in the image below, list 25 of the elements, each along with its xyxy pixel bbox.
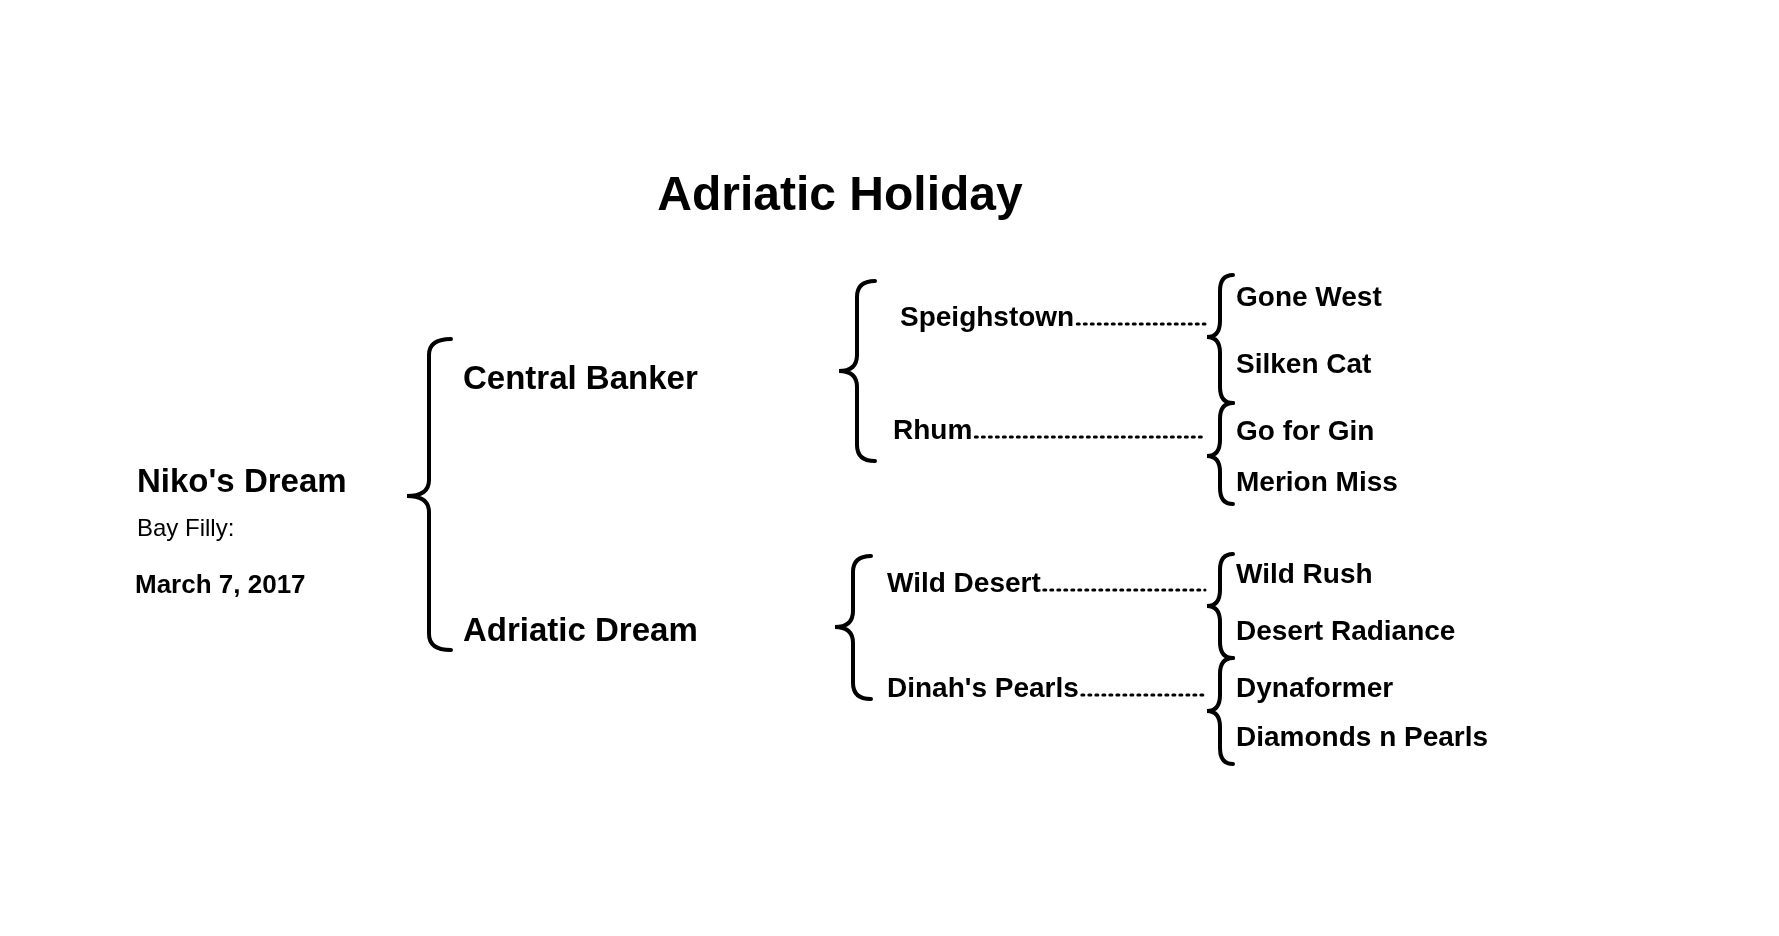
dotted-leader: [1075, 322, 1207, 326]
dotted-leader: [1042, 588, 1207, 592]
horse-name: Dynaformer: [1236, 672, 1394, 704]
horse-name: Rhum: [893, 414, 973, 446]
dotted-leader: [1080, 693, 1207, 697]
curly-brace: [1205, 552, 1235, 660]
horse-name: Niko's Dream: [137, 462, 347, 500]
horse-name: Adriatic Dream: [463, 611, 698, 649]
horse-name: Silken Cat: [1236, 348, 1372, 380]
curly-brace: [1205, 273, 1235, 405]
horse-name: Diamonds n Pearls: [1236, 721, 1489, 753]
horse-name: Gone West: [1236, 281, 1382, 313]
title: Adriatic Holiday: [657, 165, 1023, 221]
curly-brace: [1205, 656, 1235, 766]
curly-brace: [1205, 401, 1235, 506]
horse-name: Speighstown: [900, 301, 1075, 333]
horse-name: Go for Gin: [1236, 415, 1375, 447]
horse-name: Wild Desert: [887, 567, 1041, 599]
horse-name: Wild Rush: [1236, 558, 1373, 590]
horse-name: Dinah's Pearls: [887, 672, 1079, 704]
note-text: Bay Filly:: [137, 514, 235, 542]
note-text: March 7, 2017: [135, 568, 306, 600]
horse-name: Desert Radiance: [1236, 615, 1456, 647]
horse-name: Merion Miss: [1236, 466, 1398, 498]
horse-name: Central Banker: [463, 359, 698, 397]
